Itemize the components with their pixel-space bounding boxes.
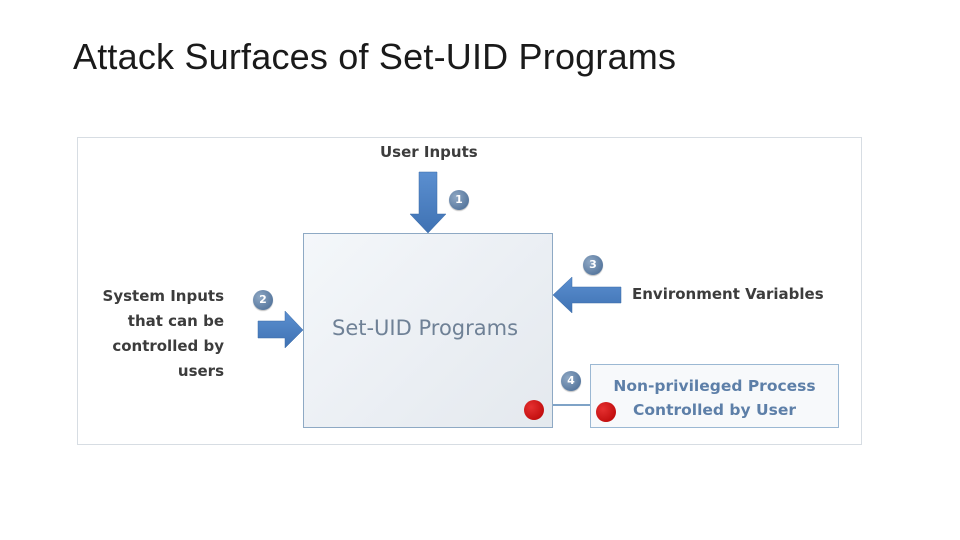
attack-surface-diagram: User Inputs System Inputs that can be co… [77, 137, 862, 445]
badge-4: 4 [561, 371, 581, 391]
system-inputs-line-3: controlled by [112, 337, 224, 355]
environment-variables-label: Environment Variables [632, 285, 824, 303]
red-marker-main-box [524, 400, 544, 420]
red-marker-process-box [596, 402, 616, 422]
slide-title: Attack Surfaces of Set-UID Programs [73, 36, 677, 77]
badge-2: 2 [253, 290, 273, 310]
system-inputs-label: System Inputs that can be controlled by … [103, 284, 224, 384]
badge-1: 1 [449, 190, 469, 210]
user-inputs-label: User Inputs [380, 143, 478, 161]
process-line-2: Controlled by User [633, 401, 796, 419]
system-inputs-line-4: users [177, 362, 224, 380]
arrows-layer [257, 171, 622, 406]
badge-3: 3 [583, 255, 603, 275]
system-inputs-line-2: that can be [127, 312, 224, 330]
system-inputs-line-1: System Inputs [102, 287, 224, 305]
user-inputs-arrow [409, 171, 447, 234]
process-line-1: Non-privileged Process [613, 377, 816, 395]
non-privileged-process-box: Non-privileged Process Controlled by Use… [590, 364, 839, 428]
environment-variables-arrow [552, 276, 622, 314]
system-inputs-arrow [257, 310, 304, 349]
set-uid-programs-box: Set-UID Programs [303, 233, 553, 428]
non-privileged-process-label: Non-privileged Process Controlled by Use… [591, 374, 838, 422]
set-uid-programs-label: Set-UID Programs [332, 316, 519, 340]
